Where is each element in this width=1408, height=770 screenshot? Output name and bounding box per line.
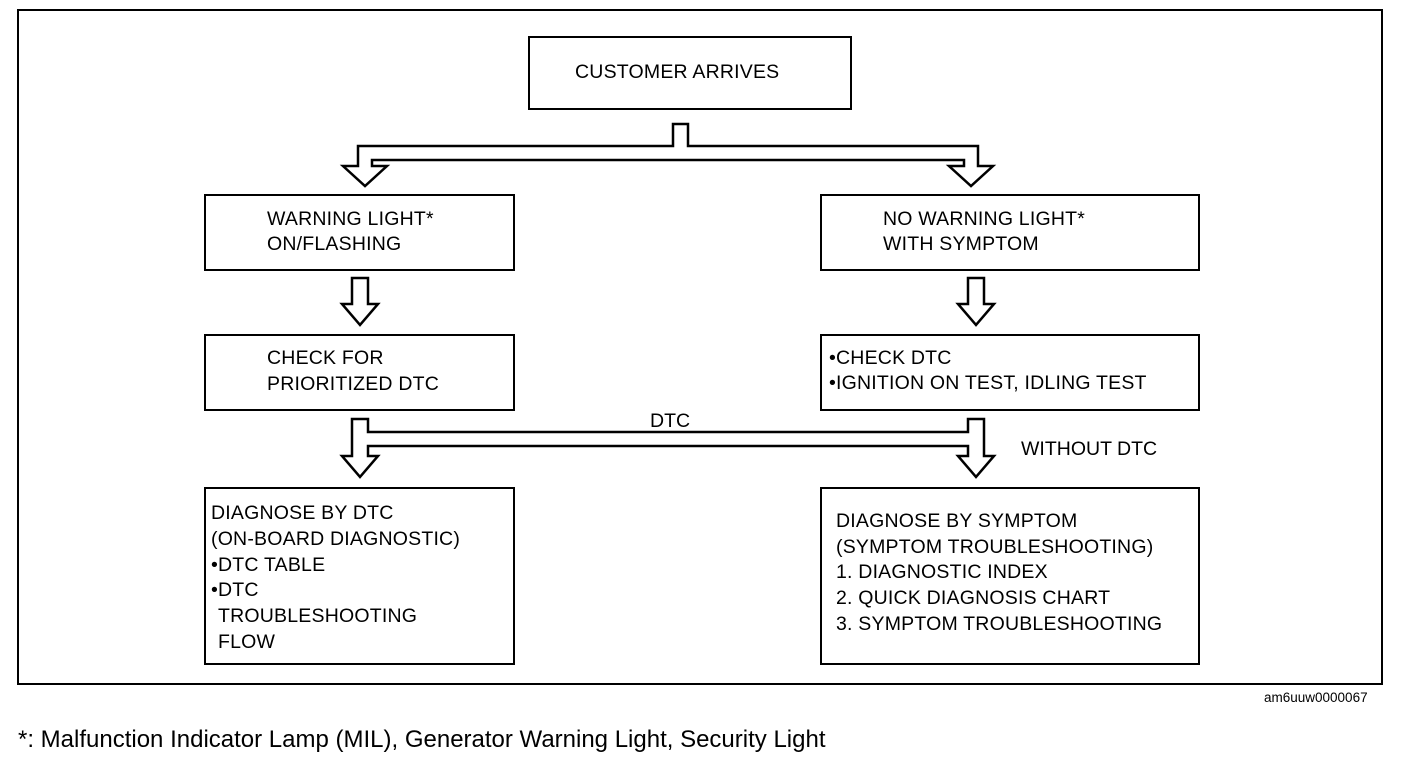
node-customer-arrives: CUSTOMER ARRIVES: [528, 36, 852, 110]
node-text: •DTC: [211, 579, 259, 601]
node-no-warning-light: NO WARNING LIGHT* WITH SYMPTOM: [820, 194, 1200, 271]
node-check-dtc: •CHECK DTC •IGNITION ON TEST, IDLING TES…: [820, 334, 1200, 411]
diagram-frame: [17, 9, 1383, 685]
down-arrow-left-1: [339, 276, 381, 327]
node-text: ON/FLASHING: [267, 233, 402, 255]
node-text: •CHECK DTC: [829, 347, 952, 369]
node-diagnose-by-symptom: DIAGNOSE BY SYMPTOM (SYMPTOM TROUBLESHOO…: [820, 487, 1200, 665]
node-text: 2. QUICK DIAGNOSIS CHART: [836, 587, 1111, 609]
node-text: TROUBLESHOOTING: [218, 605, 418, 627]
node-text: CUSTOMER ARRIVES: [575, 61, 780, 83]
edge-label-without-dtc: WITHOUT DTC: [1021, 438, 1158, 460]
node-text: DIAGNOSE BY SYMPTOM: [836, 510, 1078, 532]
node-text: 1. DIAGNOSTIC INDEX: [836, 561, 1048, 583]
node-check-prioritized-dtc: CHECK FOR PRIORITIZED DTC: [204, 334, 515, 411]
split-arrow: [339, 122, 997, 188]
node-text: DIAGNOSE BY DTC: [211, 502, 394, 524]
node-text: •IGNITION ON TEST, IDLING TEST: [829, 372, 1147, 394]
node-text: CHECK FOR: [267, 347, 384, 369]
down-arrow-right-1: [955, 276, 997, 327]
node-text: (SYMPTOM TROUBLESHOOTING): [836, 536, 1154, 558]
node-text: PRIORITIZED DTC: [267, 373, 439, 395]
edge-label-dtc: DTC: [650, 410, 691, 432]
node-diagnose-by-dtc: DIAGNOSE BY DTC (ON-BOARD DIAGNOSTIC) •D…: [204, 487, 515, 665]
dtc-crossover-arrow: [339, 417, 997, 479]
node-text: FLOW: [218, 631, 276, 653]
node-text: •DTC TABLE: [211, 554, 326, 576]
node-text: WARNING LIGHT*: [267, 208, 434, 230]
footnote: *: Malfunction Indicator Lamp (MIL), Gen…: [18, 726, 826, 753]
node-warning-light: WARNING LIGHT* ON/FLASHING: [204, 194, 515, 271]
node-text: WITH SYMPTOM: [883, 233, 1039, 255]
node-text: NO WARNING LIGHT*: [883, 208, 1086, 230]
node-text: 3. SYMPTOM TROUBLESHOOTING: [836, 613, 1163, 635]
figure-code: am6uuw0000067: [1264, 690, 1368, 705]
node-text: (ON-BOARD DIAGNOSTIC): [211, 528, 461, 550]
